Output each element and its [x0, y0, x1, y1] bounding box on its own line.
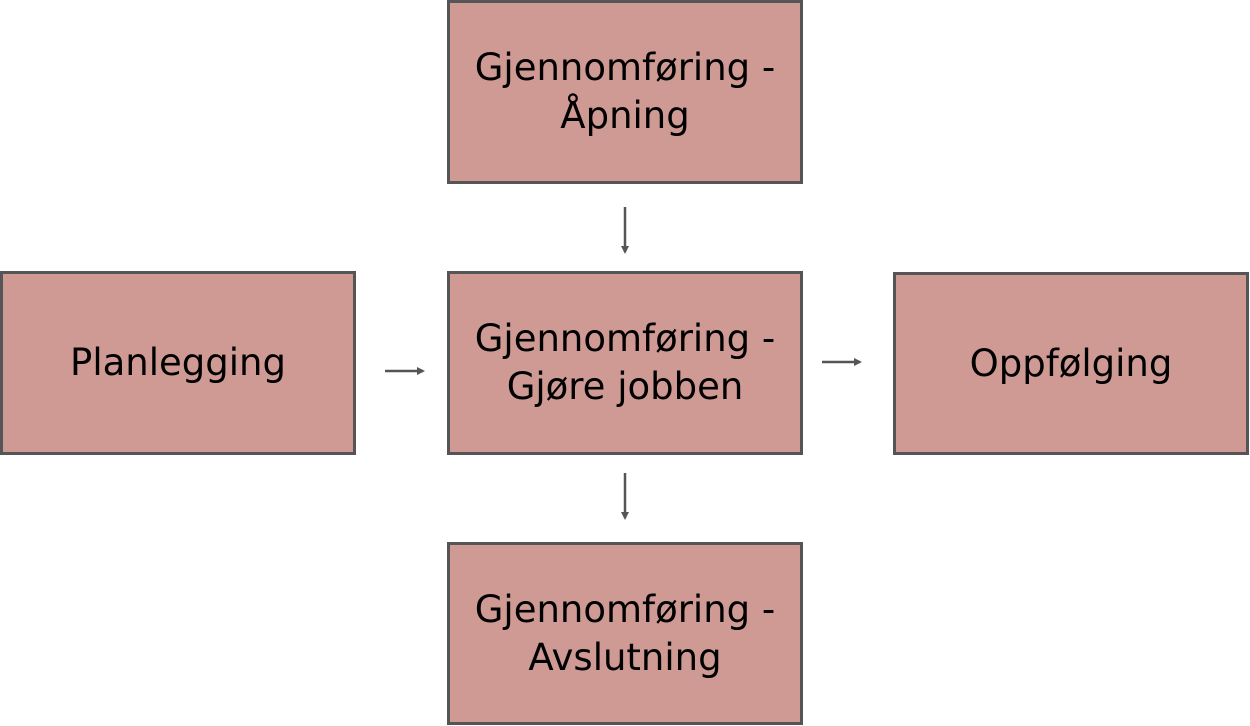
node-label-line: Gjennomføring -	[474, 317, 776, 360]
node-label: Planlegging	[70, 339, 286, 387]
node-label-line: Gjøre jobben	[506, 365, 744, 408]
node-label-line: Åpning	[560, 94, 690, 137]
node-label-line: Gjennomføring -	[474, 46, 776, 89]
node-label: Gjennomføring - Åpning	[475, 44, 776, 140]
node-planlegging: Planlegging	[0, 271, 356, 455]
node-gjennomforing-avslutning: Gjennomføring - Avslutning	[447, 542, 803, 725]
node-gjennomforing-apning: Gjennomføring - Åpning	[447, 0, 803, 184]
node-label: Gjennomføring - Avslutning	[475, 586, 776, 682]
node-label-line: Avslutning	[528, 635, 722, 679]
node-label: Gjennomføring - Gjøre jobben	[475, 315, 776, 411]
node-label: Oppfølging	[970, 340, 1173, 388]
node-gjennomforing-gjore-jobben: Gjennomføring - Gjøre jobben	[447, 271, 803, 455]
node-oppfolging: Oppfølging	[893, 272, 1249, 455]
node-label-line: Planlegging	[70, 341, 286, 384]
node-label-line: Gjennomføring -	[474, 587, 776, 631]
node-label-line: Oppfølging	[969, 341, 1173, 385]
